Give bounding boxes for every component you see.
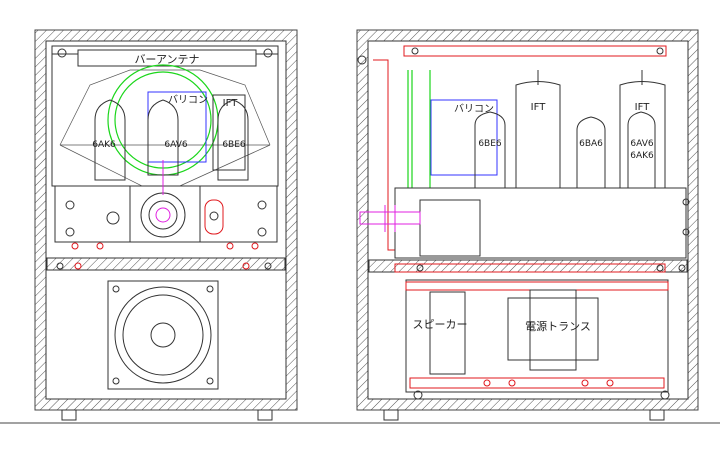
tube-label-6ak6: 6AK6 xyxy=(92,140,116,150)
speaker-cone xyxy=(114,286,212,384)
side-tube-6ak6: 6AK6 xyxy=(630,151,654,161)
front-view: バーアンテナ バリコン IFT 6AK6 6AV6 6BE6 xyxy=(34,29,298,421)
ift-label: IFT xyxy=(223,98,239,109)
power-transformer xyxy=(507,297,599,361)
side-varicon-label: バリコン xyxy=(454,103,494,115)
side-tube-6ba6: 6BA6 xyxy=(579,139,603,149)
tube-label-6be6: 6BE6 xyxy=(222,140,246,150)
side-view: バリコン IFT IFT 6BE6 6BA6 6AV6 6AK6 xyxy=(356,29,699,421)
side-ift1-label: IFT xyxy=(531,102,547,113)
side-chassis xyxy=(394,187,687,259)
tube-label-6av6: 6AV6 xyxy=(164,140,187,150)
speaker-frame xyxy=(107,280,219,390)
side-tube-6av6: 6AV6 xyxy=(630,139,653,149)
side-speaker-label: スピーカー xyxy=(413,318,468,331)
power-transformer-label: 電源トランス xyxy=(525,319,591,333)
bar-antenna-label: バーアンテナ xyxy=(134,53,199,66)
side-varicon-box xyxy=(430,99,498,176)
bar-antenna xyxy=(77,49,257,67)
front-chassis xyxy=(54,185,278,243)
side-tube-6be6: 6BE6 xyxy=(478,139,502,149)
side-ift2-label: IFT xyxy=(635,102,651,113)
varicon-label: バリコン xyxy=(168,94,208,106)
side-speaker xyxy=(429,291,466,375)
